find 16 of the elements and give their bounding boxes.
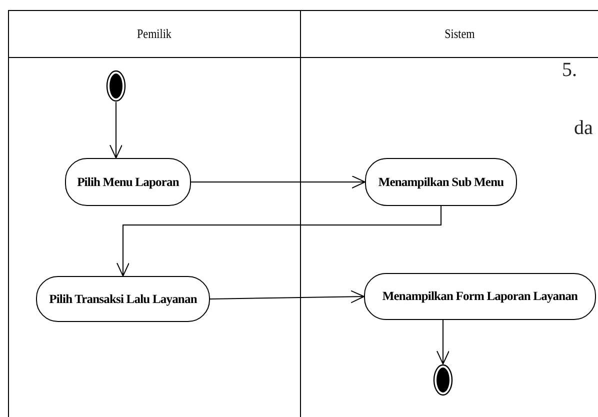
swimlane	[8, 10, 301, 417]
arrow	[116, 206, 442, 276]
arrow	[110, 102, 122, 158]
start-node	[106, 70, 126, 102]
page-text: 5.	[562, 60, 577, 80]
action-node: Pilih Transaksi Lalu Layanan	[36, 276, 210, 322]
arrow	[190, 176, 366, 188]
arrow	[210, 290, 364, 304]
action-node: Menampilkan Sub Menu	[365, 158, 517, 206]
action-node: Pilih Menu Laporan	[65, 158, 191, 206]
page-text: da	[574, 118, 593, 138]
lane-header: Pemilik	[9, 11, 300, 58]
lane-header: Sistem	[301, 11, 598, 58]
arrow	[436, 320, 450, 364]
end-node	[433, 364, 453, 396]
action-node: Menampilkan Form Laporan Layanan	[364, 273, 596, 320]
